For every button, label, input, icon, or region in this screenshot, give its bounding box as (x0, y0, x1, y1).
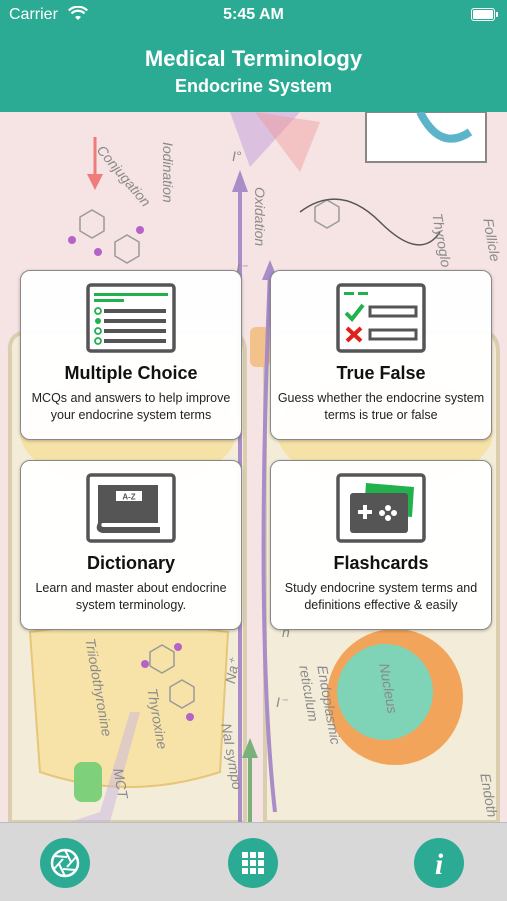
info-button[interactable]: i (414, 838, 464, 888)
multiple-choice-desc: MCQs and answers to help improve your en… (31, 391, 231, 422)
info-label: i (435, 848, 444, 881)
true-false-title: True False (336, 363, 426, 383)
page-title: Medical Terminology (144, 46, 363, 71)
dictionary-desc: Learn and master about endocrine system … (35, 581, 227, 612)
flashcards-desc: Study endocrine system terms and definit… (284, 581, 478, 612)
bottom-toolbar: i (0, 822, 507, 901)
multiple-choice-icon (86, 283, 176, 353)
dictionary-title: Dictionary (86, 553, 176, 573)
aperture-icon (50, 848, 80, 878)
settings-button[interactable] (40, 838, 90, 888)
true-false-icon (336, 283, 426, 353)
carrier-label: Carrier (9, 6, 58, 23)
bg-label-iodide-2: I⁻ (276, 694, 288, 710)
bg-label-iodine: I° (232, 148, 242, 164)
battery-icon (471, 8, 498, 21)
bg-label-iodination: Iodination (160, 142, 176, 203)
grid-icon (242, 852, 264, 874)
flashcards-gamepad-icon (336, 473, 426, 543)
info-icon: i (435, 848, 444, 881)
clock: 5:45 AM (223, 6, 284, 23)
true-false-card[interactable]: True False Guess whether the endocrine s… (270, 270, 492, 440)
flashcards-title: Flashcards (333, 553, 429, 573)
status-bar: Carrier 5:45 AM (0, 0, 507, 28)
bg-label-fragment: n (282, 624, 290, 640)
bg-label-iodide-1: I⁻ (236, 260, 248, 276)
multiple-choice-card[interactable]: Multiple Choice MCQs and answers to help… (20, 270, 242, 440)
page-subtitle: Endocrine System (174, 76, 333, 96)
menu-grid-button[interactable] (228, 838, 278, 888)
bg-label-oxidation: Oxidation (252, 187, 268, 247)
nav-header: Medical Terminology Endocrine System (0, 28, 507, 112)
flashcards-card[interactable]: Flashcards Study endocrine system terms … (270, 460, 492, 630)
wifi-icon (68, 5, 88, 27)
multiple-choice-title: Multiple Choice (64, 363, 198, 383)
dictionary-book-icon: A-Z (86, 473, 176, 543)
dictionary-book-label: A-Z (122, 493, 135, 502)
true-false-desc: Guess whether the endocrine system terms… (277, 391, 485, 422)
dictionary-card[interactable]: A-Z Dictionary Learn and master about en… (20, 460, 242, 630)
